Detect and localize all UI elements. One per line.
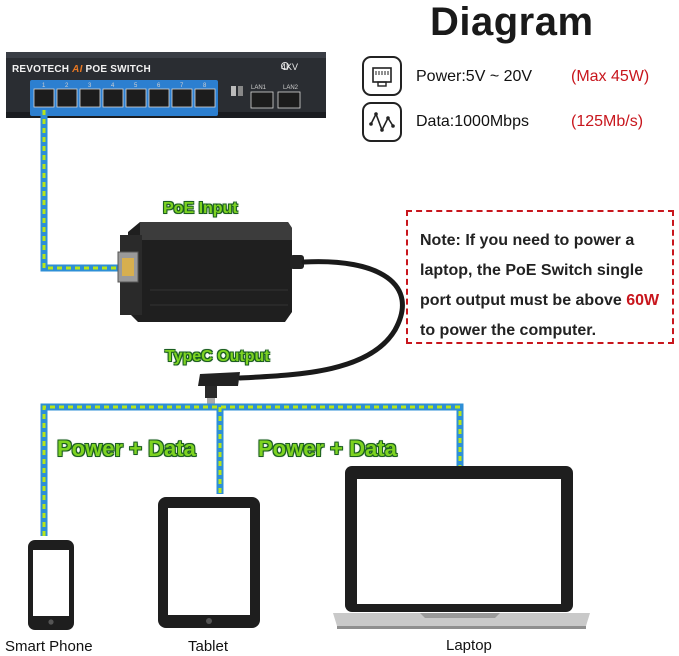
switch-port-2 [56, 88, 78, 108]
lan-label: LAN1 [251, 85, 267, 91]
port-number: 6 [157, 83, 161, 89]
laptop-label: Laptop [446, 637, 492, 654]
port-number: 7 [180, 83, 184, 89]
switch-port-3 [79, 88, 101, 108]
note-text: Note: If you need to power a laptop, the… [420, 232, 644, 309]
port-number: 8 [203, 83, 207, 89]
shield-icon [281, 62, 289, 70]
dip-switch [231, 86, 236, 96]
data-spec: Data:1000Mbps [416, 113, 529, 130]
laptop-device [333, 466, 590, 629]
switch-brand: REVOTECH [12, 64, 70, 75]
port-number: 5 [134, 83, 138, 89]
note-highlight: 60W [626, 292, 660, 309]
power-spec: Power:5V ~ 20V [416, 68, 533, 85]
switch-model: POE SWITCH [85, 64, 151, 75]
lan-port-2 [277, 91, 301, 109]
switch-port-5 [125, 88, 147, 108]
switch-rating: 4KV [281, 62, 299, 72]
smartphone-label: Smart Phone [5, 638, 93, 655]
lan-label: LAN2 [283, 85, 299, 91]
typec-output-label: TypeC Output [165, 348, 270, 365]
poe-adapter [117, 222, 304, 322]
port-number: 1 [42, 83, 46, 89]
page-title: Diagram [430, 0, 594, 44]
switch-model-prefix: AI [72, 64, 83, 75]
switch-port-1 [33, 88, 55, 108]
tablet-device [158, 497, 260, 628]
power-data-label-right: Power + Data [258, 436, 397, 461]
power-data-label-left: Power + Data [57, 436, 196, 461]
switch-port-7 [171, 88, 193, 108]
port-number: 4 [111, 83, 115, 89]
poe-switch: 1 2 3 4 5 6 7 8 LAN1 LAN2 [6, 52, 326, 118]
power-max-note: (Max 45W) [571, 68, 650, 85]
ethernet-port-icon [362, 56, 402, 96]
tablet-label: Tablet [188, 638, 229, 655]
output-cables [40, 403, 464, 536]
switch-port-4 [102, 88, 124, 108]
note-text-end: to power the computer. [420, 322, 597, 339]
ethernet-cable [40, 110, 126, 272]
poe-input-label: PoE Input [163, 200, 238, 217]
switch-port-6 [148, 88, 170, 108]
lan-port-1 [250, 91, 274, 109]
typec-cable [198, 259, 405, 406]
data-speed-note: (125Mb/s) [571, 113, 644, 130]
switch-port-8 [194, 88, 216, 108]
smartphone-device [28, 540, 74, 630]
note-box: Note: If you need to power a laptop, the… [406, 210, 674, 344]
data-signal-icon [362, 102, 402, 142]
port-number: 2 [65, 83, 69, 89]
switch-brand-label: REVOTECH AI POE SWITCH [12, 64, 151, 75]
port-number: 3 [88, 83, 92, 89]
